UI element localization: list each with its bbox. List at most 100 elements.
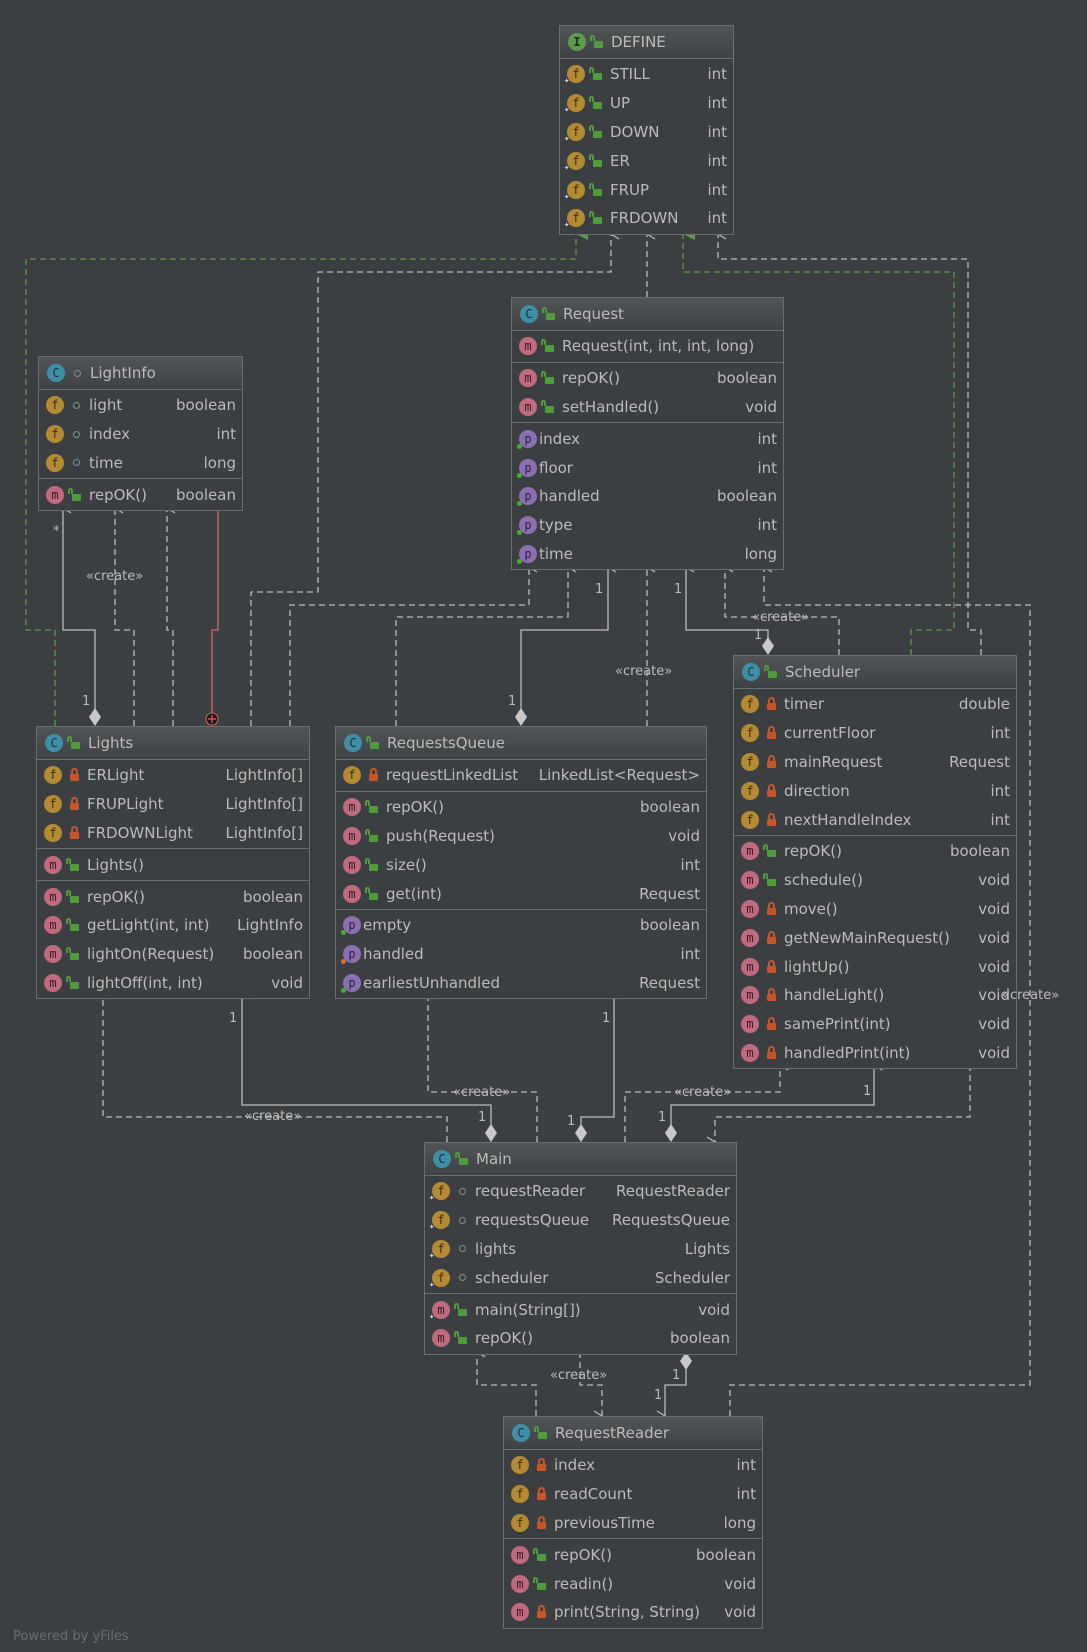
member-name: lightOff(int, int) (87, 973, 203, 992)
public-lock-icon (532, 1576, 548, 1590)
public-lock-icon (532, 1547, 548, 1561)
private-lock-icon (764, 1017, 778, 1031)
member-type: int (216, 425, 236, 444)
member-name: FRDOWN (610, 209, 679, 228)
label-create-main-rq: «create» (453, 1085, 511, 1100)
member-type: void (745, 397, 777, 416)
public-lock-icon (540, 371, 556, 385)
member-name: repOK() (554, 1545, 612, 1564)
method-row[interactable]: m✦main(String[])void (425, 1295, 736, 1324)
public-lock-icon (540, 339, 556, 353)
member-type: LinkedList<Request> (538, 766, 700, 785)
field-icon: f✦ (429, 1182, 450, 1203)
property-icon: p (517, 458, 537, 478)
package-visibility-icon (70, 369, 84, 377)
member-name: requestsQueue (475, 1211, 590, 1230)
private-lock-icon (366, 768, 380, 782)
member-type: void (978, 1043, 1010, 1062)
public-lock-icon (588, 182, 604, 196)
class-icon: C (45, 734, 63, 752)
public-lock-icon (67, 487, 83, 501)
member-name: handled (363, 945, 424, 964)
aggregation-lights-lightinfo (89, 708, 101, 726)
private-lock-icon (67, 797, 81, 811)
